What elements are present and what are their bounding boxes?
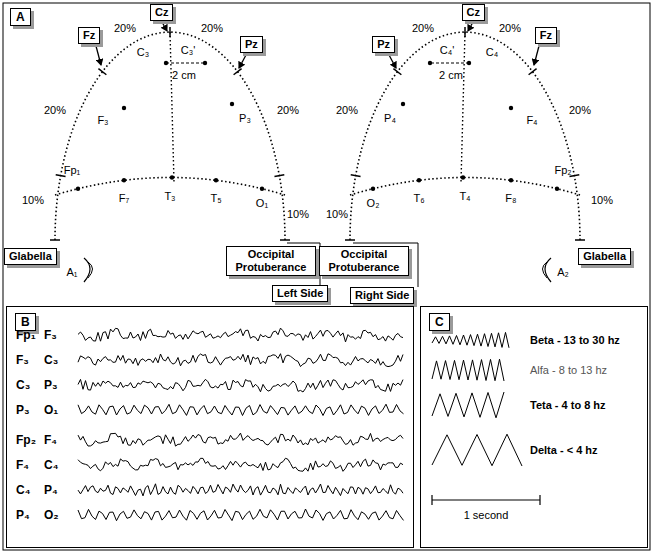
box-text: Occipital Protuberance [324, 248, 404, 274]
box-text: Cz [467, 6, 480, 19]
electrode-label: 10% [287, 208, 309, 221]
electrode-label: F₃ [97, 114, 108, 127]
box-text: Left Side [277, 287, 323, 300]
wave-label: Delta - < 4 hz [530, 444, 598, 457]
electrode-label: F₈ [505, 192, 516, 205]
box-text: Fz [83, 29, 95, 42]
electrode-label: C₄' [440, 44, 455, 57]
channel-label: F₃ [16, 354, 29, 367]
channel-label: O₁ [44, 404, 58, 417]
electrode-label: T₅ [210, 192, 221, 205]
electrode-label: 20% [569, 104, 591, 117]
channel-label: C₃ [44, 354, 58, 367]
electrode-label: O₂ [367, 197, 380, 210]
label-box: Occipital Protuberance [226, 246, 316, 276]
channel-label: P₄ [44, 484, 58, 497]
eeg-trace [78, 509, 404, 521]
box-text: Fz [540, 29, 552, 42]
box-text: Right Side [355, 289, 409, 302]
electrode-label: Fp₂ [554, 164, 571, 177]
wave-label: Teta - 4 to 8 hz [530, 399, 606, 412]
electrode-label: C₄ [486, 46, 498, 59]
head-diagram [50, 22, 290, 282]
label-box: Pz [240, 36, 263, 53]
electrode-label: F₇ [119, 192, 130, 205]
label-box: Left Side [272, 285, 328, 302]
label-box: Cz [150, 4, 173, 21]
label-box: Fz [535, 27, 557, 44]
box-text: Glabella [9, 250, 52, 263]
eeg-trace [78, 328, 403, 342]
electrode-label: 20% [277, 104, 299, 117]
electrode-label: T₆ [413, 192, 424, 205]
electrode-label: O₁ [256, 197, 268, 210]
wave-label: 1 second [464, 509, 509, 522]
box-text: Pz [245, 38, 258, 51]
box-text: Pz [377, 38, 390, 51]
eeg-trace [78, 379, 403, 392]
electrode-label: 10% [22, 194, 44, 207]
channel-label: F₃ [44, 329, 57, 342]
label-box: Glabella [578, 248, 631, 265]
label-box: Cz [462, 4, 485, 21]
panel-letter: C [429, 313, 450, 331]
electrode-label: Fp₁ [64, 164, 81, 177]
box-text: Cz [155, 6, 168, 19]
eeg-trace [78, 404, 404, 415]
scale-bar [432, 495, 540, 505]
electrode-label: 20% [44, 104, 66, 117]
eeg-trace [432, 359, 504, 381]
channel-label: Fp₁ [16, 329, 36, 342]
label-box: Occipital Protuberance [319, 246, 409, 276]
channel-label: C₄ [16, 484, 30, 497]
label-box: Pz [372, 36, 395, 53]
eeg-trace [432, 434, 522, 466]
electrode-label: 20% [336, 104, 358, 117]
electrode-label: F₄ [526, 114, 537, 127]
label-box: Right Side [350, 287, 414, 304]
electrode-label: 2 cm [172, 69, 196, 82]
label-box: Glabella [4, 248, 57, 265]
channel-label: O₂ [44, 509, 59, 522]
electrode-label: T₃ [164, 190, 175, 203]
channel-label: Fp₂ [16, 434, 36, 447]
box-text: Glabella [583, 250, 626, 263]
panel-letter: A [10, 8, 31, 26]
channel-label: P₃ [16, 404, 30, 417]
channel-label: C₃ [16, 379, 30, 392]
electrode-label: 20% [499, 22, 521, 35]
wave-label: Alfa - 8 to 13 hz [530, 364, 607, 377]
electrode-label: P₃ [239, 112, 251, 125]
label-box: Fz [78, 27, 100, 44]
electrode-label: 10% [326, 208, 348, 221]
eeg-trace [78, 433, 403, 446]
outer-frame [3, 3, 650, 550]
electrode-label: P₄ [384, 112, 396, 125]
eeg-trace [432, 392, 504, 418]
electrode-label: 20% [412, 22, 434, 35]
electrode-label: 2 cm [439, 69, 463, 82]
wave-label: Beta - 13 to 30 hz [530, 334, 620, 347]
eeg-trace [432, 332, 509, 347]
box-text: A [16, 10, 25, 24]
channel-label: P₄ [16, 509, 30, 522]
electrode-label: A₁ [66, 266, 77, 279]
channel-label: F₄ [44, 434, 57, 447]
channel-label: F₄ [16, 459, 29, 472]
box-text: Occipital Protuberance [231, 248, 311, 274]
panel: B [6, 306, 414, 548]
electrode-label: C₃ [137, 46, 149, 59]
channel-label: P₃ [44, 379, 58, 392]
electrode-label: 20% [114, 22, 136, 35]
eeg-trace [78, 354, 403, 367]
eeg-trace [78, 484, 403, 496]
eeg-trace [78, 458, 403, 471]
electrode-label: 10% [591, 194, 613, 207]
electrode-label: T₄ [459, 190, 470, 203]
electrode-label: 20% [201, 22, 223, 35]
electrode-label: C₃' [181, 44, 196, 57]
electrode-label: A₂ [557, 266, 569, 279]
channel-label: C₄ [44, 459, 58, 472]
